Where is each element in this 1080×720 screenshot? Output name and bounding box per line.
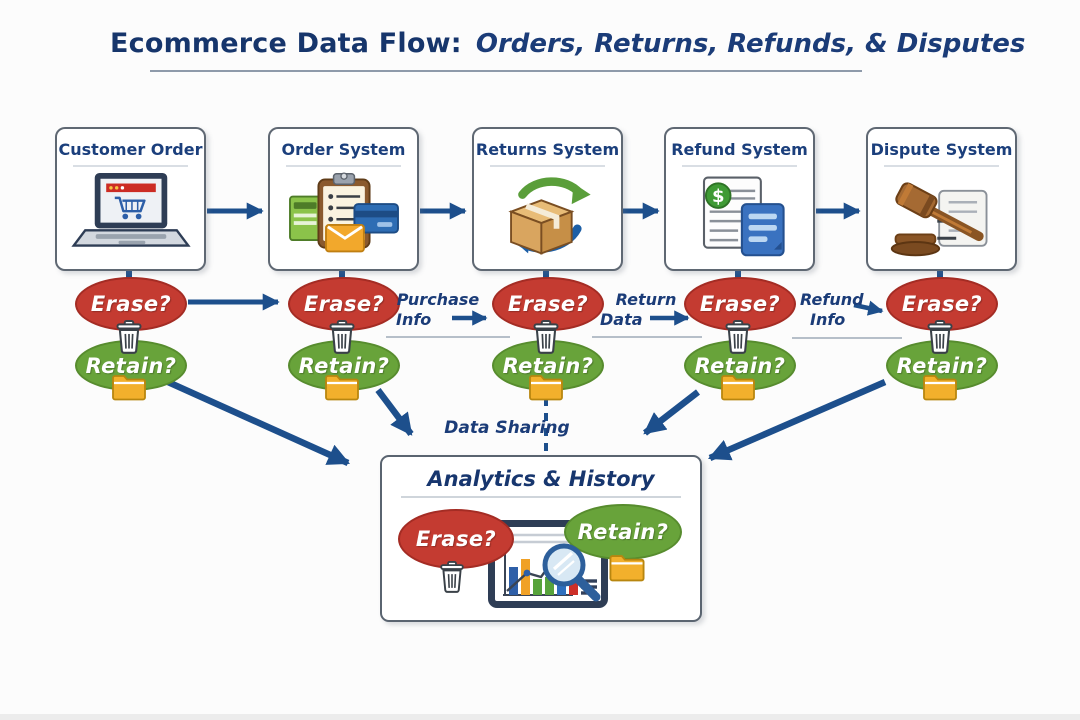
system-box-refund-system: Refund System $ — [664, 127, 815, 271]
erase-label: Erase? — [303, 292, 385, 316]
refund-documents-icon: $ — [666, 167, 813, 263]
divider — [73, 165, 188, 167]
arrow-retain2-to-analytics — [375, 388, 414, 436]
system-title: Customer Order — [58, 140, 203, 159]
folder-icon — [608, 553, 646, 582]
system-title: Order System — [281, 140, 406, 159]
erase-label: Erase? — [901, 292, 983, 316]
erase-label: Erase? — [415, 527, 497, 551]
page-edge — [0, 714, 1080, 720]
system-box-returns-system: Returns System — [472, 127, 623, 271]
retain-label: Retain? — [298, 353, 390, 378]
flow-label-line2: Info — [396, 310, 432, 329]
erase-label: Erase? — [90, 292, 172, 316]
folder-icon — [111, 373, 147, 401]
title-underline — [150, 70, 862, 72]
trash-icon — [531, 320, 561, 354]
system-box-order-system: Order System — [268, 127, 419, 271]
flow-label-refund-info: Refund Info — [786, 290, 906, 330]
system-title: Refund System — [671, 140, 808, 159]
page-title-rest: Orders, Returns, Refunds, & Disputes — [475, 29, 1026, 59]
system-title: Returns System — [475, 140, 620, 159]
laptop-cart-icon — [57, 167, 204, 263]
trash-icon — [114, 320, 144, 354]
trash-icon — [327, 320, 357, 354]
package-return-icon — [474, 167, 621, 263]
magnifier-icon — [538, 539, 604, 605]
flow-label-return-data: Return Data — [586, 290, 706, 330]
clipboard-payment-icon — [270, 167, 417, 263]
flow-label-line1: Refund — [800, 290, 864, 309]
system-box-customer-order: Customer Order — [55, 127, 206, 271]
erase-label: Erase? — [507, 292, 589, 316]
arrow-retain4-to-analytics — [643, 389, 700, 436]
trash-icon — [438, 561, 466, 593]
page-title-prefix: Ecommerce Data Flow: — [110, 28, 462, 59]
data-sharing-label: Data Sharing — [444, 418, 570, 438]
trash-icon — [925, 320, 955, 354]
analytics-erase-oval: Erase? — [398, 509, 514, 569]
divider — [682, 165, 797, 167]
system-box-dispute-system: Dispute System — [866, 127, 1017, 271]
svg-text:$: $ — [711, 186, 724, 207]
trash-icon — [723, 320, 753, 354]
retain-label: Retain? — [577, 520, 669, 544]
arrow-retain1-to-analytics — [166, 379, 351, 466]
retain-label: Retain? — [694, 353, 786, 378]
folder-icon — [720, 373, 756, 401]
system-title: Dispute System — [870, 140, 1013, 159]
folder-icon — [324, 373, 360, 401]
erase-label: Erase? — [699, 292, 781, 316]
analytics-title: Analytics & History — [427, 467, 655, 491]
gavel-icon — [868, 167, 1015, 263]
divider — [884, 165, 999, 167]
retain-label: Retain? — [502, 353, 594, 378]
flow-label-line2: Info — [810, 310, 846, 329]
divider — [401, 496, 681, 498]
analytics-retain-oval: Retain? — [564, 504, 682, 560]
folder-icon — [528, 373, 564, 401]
retain-oval-order: Retain? — [288, 340, 400, 391]
flow-label-line2: Data — [600, 310, 643, 329]
flow-label-line1: Purchase — [396, 290, 480, 309]
folder-icon — [922, 373, 958, 401]
retain-label: Retain? — [896, 353, 988, 378]
divider — [490, 165, 605, 167]
page-title: Ecommerce Data Flow: Orders, Returns, Re… — [110, 28, 1025, 59]
analytics-history-box: Analytics & History — [380, 455, 702, 622]
erase-oval-refund: Erase? — [684, 277, 796, 331]
flow-label-purchase-info: Purchase Info — [378, 290, 498, 330]
divider — [286, 165, 401, 167]
flow-label-line1: Return — [615, 290, 677, 309]
retain-label: Retain? — [85, 353, 177, 378]
